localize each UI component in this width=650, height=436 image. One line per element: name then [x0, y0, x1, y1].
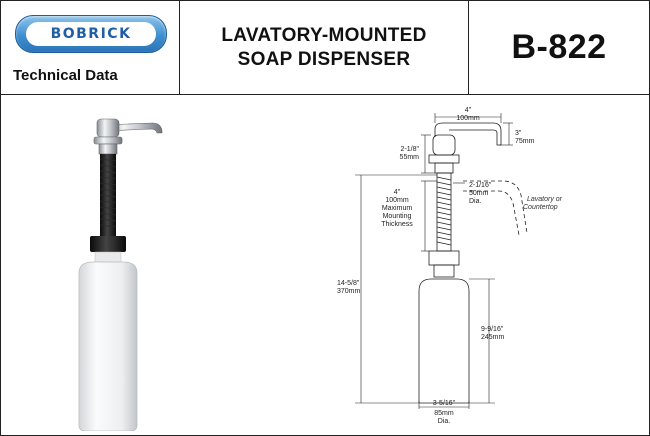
- dim-spout-width-in: 4": [465, 107, 472, 114]
- brand-name: BOBRICK: [50, 26, 132, 42]
- bobrick-logo: BOBRICK: [15, 15, 167, 53]
- dim-spout-drop-in: 3": [515, 130, 522, 137]
- mount-line-3: Thickness: [381, 221, 413, 228]
- dim-hole-note: Dia.: [469, 198, 482, 205]
- product-photo: [78, 118, 163, 431]
- bottle-h-mm: 245mm: [481, 334, 505, 341]
- bottle-d-in: 3-5/16": [433, 400, 456, 407]
- model-cell: B-822: [469, 1, 649, 94]
- dim-spout-width-mm: 100mm: [456, 115, 480, 122]
- counter-label-2: Countertop: [523, 204, 558, 211]
- bottle-d-note: Dia.: [438, 418, 451, 425]
- overall-mm: 370mm: [337, 288, 361, 295]
- title-line-1: LAVATORY-MOUNTED: [221, 24, 427, 46]
- dim-hole-mm: 50mm: [469, 190, 489, 197]
- dim-hole-in: 2-1/16": [469, 182, 492, 189]
- header-bar: BOBRICK Technical Data LAVATORY-MOUNTED …: [1, 1, 649, 95]
- overall-in: 14-5/8": [337, 280, 360, 287]
- subtitle: Technical Data: [13, 67, 118, 84]
- model-number: B-822: [511, 28, 607, 66]
- logo-cell: BOBRICK Technical Data: [1, 1, 180, 94]
- bottle-d-mm: 85mm: [434, 410, 454, 417]
- dim-head-in: 2-1/8": [401, 146, 420, 153]
- dim-head-mm: 55mm: [400, 154, 420, 161]
- dimension-drawing: 4" 100mm 3" 75mm 2-1/8" 55mm 2-1/16" 50m…: [337, 107, 563, 425]
- title-cell: LAVATORY-MOUNTED SOAP DISPENSER: [180, 1, 469, 94]
- title-line-2: SOAP DISPENSER: [237, 48, 411, 70]
- bottle-h-in: 9-9/16": [481, 326, 504, 333]
- mount-in: 4": [394, 189, 401, 196]
- counter-label-1: Lavatory or: [527, 196, 563, 203]
- dim-spout-drop-mm: 75mm: [515, 138, 535, 145]
- mount-line-2: Mounting: [383, 213, 412, 220]
- mount-line-1: Maximum: [382, 205, 413, 212]
- mount-mm: 100mm: [385, 197, 409, 204]
